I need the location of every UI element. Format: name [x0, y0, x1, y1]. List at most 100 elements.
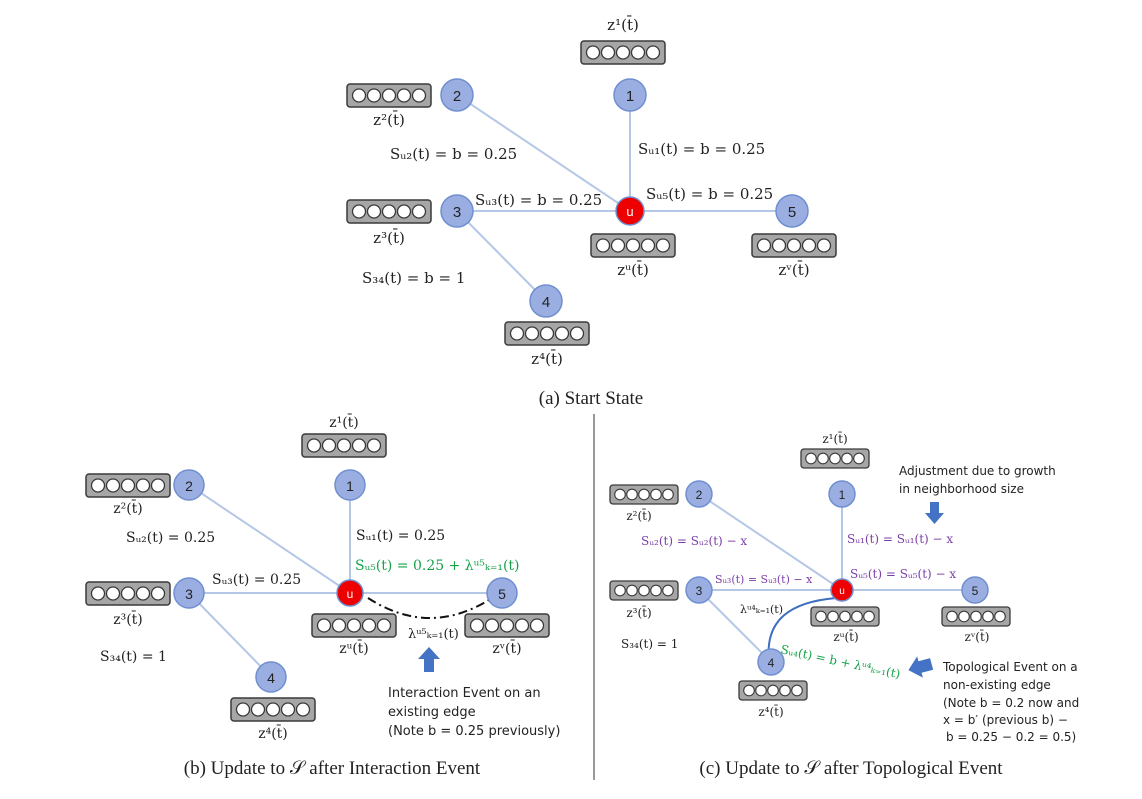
z3-label: z³(t̄)	[626, 604, 651, 620]
down-arrow-icon	[925, 502, 944, 524]
node-5	[961, 576, 989, 604]
node-u	[336, 579, 364, 607]
s-u2-label: Sᵤ₂(t) = Sᵤ₂(t) − x	[641, 534, 747, 548]
node-3	[173, 577, 205, 609]
z1-label: z¹(t̄)	[607, 16, 639, 34]
node-4	[757, 648, 785, 676]
lambda-label: λᵘ⁵ₖ₌₁(t)	[408, 627, 459, 642]
z1-label: z¹(t̄)	[329, 413, 359, 431]
embedding-vector-v	[751, 233, 837, 258]
embedding-vector-2	[609, 484, 679, 505]
event-note-line3: (Note b = 0.25 previously)	[388, 724, 560, 739]
s-u5-label: Sᵤ₅(t) = Sᵤ₅(t) − x	[850, 567, 956, 581]
z1-label: z¹(t̄)	[822, 430, 847, 446]
z2-label: z²(t̄)	[373, 111, 405, 129]
z4-label: z⁴(t̄)	[531, 350, 563, 368]
s-u2-label: Sᵤ₂(t) = b = 0.25	[390, 145, 517, 163]
embedding-vector-u	[311, 613, 397, 638]
s-u3-label: Sᵤ₃(t) = 0.25	[212, 572, 301, 588]
topo-note-line1: Topological Event on a	[942, 660, 1078, 674]
node-4	[529, 284, 563, 318]
node-3-label: 3	[185, 586, 193, 602]
node-5	[486, 577, 518, 609]
node-4-label: 4	[542, 294, 550, 311]
z4-label: z⁴(t̄)	[258, 724, 288, 742]
s-u3-label: Sᵤ₃(t) = Sᵤ₃(t) − x	[715, 573, 813, 586]
node-3	[440, 194, 474, 228]
s-34-label: S₃₄(t) = 1	[100, 649, 167, 665]
node-1-label: 1	[346, 478, 354, 494]
embedding-vector-v	[464, 613, 550, 638]
node-u-label: u	[626, 204, 633, 219]
edge-3-4	[698, 589, 772, 663]
s-u1-label: Sᵤ₁(t) = b = 0.25	[638, 140, 765, 158]
edge-3-4	[456, 210, 547, 302]
interaction-arc	[367, 597, 493, 619]
embedding-vector-4	[738, 680, 808, 701]
z2-label: z²(t̄)	[626, 507, 651, 523]
s-u1-label: Sᵤ₁(t) = Sᵤ₁(t) − x	[847, 532, 953, 546]
embedding-vector-v	[941, 606, 1011, 627]
node-2	[685, 480, 713, 508]
node-3-label: 3	[453, 204, 461, 221]
node-1-label: 1	[626, 88, 634, 105]
s-34-label: S₃₄(t) = b = 1	[362, 269, 465, 287]
node-2	[173, 469, 205, 501]
edge-u-2	[188, 484, 351, 594]
embedding-vector-1	[580, 40, 666, 65]
s-u4-label: Sᵤ₄(t) = b + λᵘ⁴ₖ₌₁(t)	[779, 642, 901, 681]
panel-b: 1 2 3 4 5 u z¹(t̄) z²(t̄) z³(t̄) z⁴(t̄) …	[85, 413, 560, 779]
adjust-note-line1: Adjustment due to growth	[899, 464, 1056, 478]
adjust-note-line2: in neighborhood size	[899, 482, 1024, 496]
new-edge-u-4	[767, 597, 837, 661]
node-1-label: 1	[839, 488, 846, 502]
zu-label: zᵘ(t̄)	[339, 639, 369, 657]
z3-label: z³(t̄)	[373, 229, 405, 247]
embedding-vector-1	[301, 433, 387, 458]
topo-note-line2: non-existing edge	[943, 678, 1051, 692]
up-arrow-icon	[418, 647, 440, 672]
z4-label: z⁴(t̄)	[758, 703, 783, 719]
node-u	[615, 196, 645, 226]
node-4	[255, 661, 287, 693]
caption-c: (c) Update to 𝒮 after Topological Event	[699, 758, 1003, 779]
node-2-label: 2	[696, 488, 703, 502]
node-3-label: 3	[696, 584, 703, 598]
zv-label: zᵛ(t̄)	[492, 639, 521, 657]
node-1	[828, 480, 856, 508]
embedding-vector-4	[504, 321, 590, 346]
edge-u-2	[456, 94, 631, 212]
embedding-vector-1	[800, 448, 870, 469]
embedding-vector-3	[609, 580, 679, 601]
panel-c: 1 2 3 4 5 u z¹(t̄) z²(t̄) z³(t̄) z⁴(t̄) …	[609, 430, 1079, 779]
zv-label: zᵛ(t̄)	[965, 628, 990, 644]
node-u	[830, 578, 854, 602]
topo-note-line4: x = b′ (previous b) −	[943, 713, 1068, 727]
topo-note-line5: b = 0.25 − 0.2 = 0.5)	[946, 730, 1076, 744]
node-u-label: u	[839, 586, 845, 597]
embedding-vector-4	[230, 697, 316, 722]
embedding-vector-3	[85, 581, 171, 606]
node-3	[685, 576, 713, 604]
zv-label: zᵛ(t̄)	[778, 261, 809, 279]
embedding-vector-3	[346, 199, 432, 224]
node-5-label: 5	[788, 204, 796, 221]
s-u5-label: Sᵤ₅(t) = 0.25 + λᵘ⁵ₖ₌₁(t)	[355, 558, 520, 574]
node-u-label: u	[347, 587, 354, 601]
node-1	[334, 469, 366, 501]
zu-label: zᵘ(t̄)	[833, 628, 858, 644]
edge-3-4	[188, 592, 272, 678]
edge-u-2	[698, 493, 843, 591]
s-u1-label: Sᵤ₁(t) = 0.25	[356, 528, 445, 544]
z3-label: z³(t̄)	[113, 610, 143, 628]
lambda-label: λᵘ⁴ₖ₌₁(t)	[740, 603, 783, 616]
event-note-line2: existing edge	[388, 705, 476, 720]
node-5-label: 5	[972, 584, 979, 598]
zu-label: zᵘ(t̄)	[617, 261, 649, 279]
s-u3-label: Sᵤ₃(t) = b = 0.25	[475, 191, 602, 209]
caption-b: (b) Update to 𝒮 after Interaction Event	[184, 758, 481, 779]
embedding-vector-u	[590, 233, 676, 258]
s-u5-label: Sᵤ₅(t) = b = 0.25	[646, 185, 773, 203]
node-5-label: 5	[498, 586, 506, 602]
